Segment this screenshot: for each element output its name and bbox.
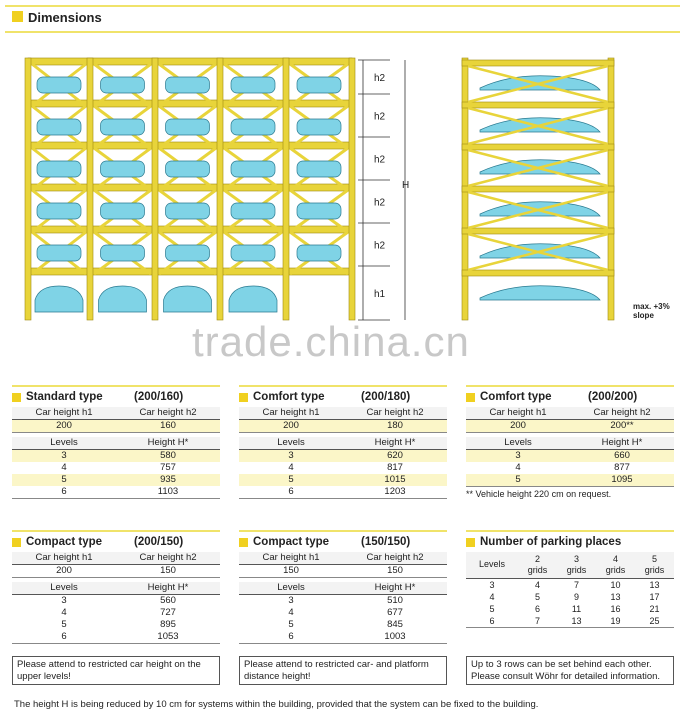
car-icon <box>230 202 276 220</box>
post <box>24 57 32 321</box>
distance-restriction-note: Please attend to restricted car- and pla… <box>239 656 447 685</box>
brace <box>467 148 609 188</box>
car-icon <box>296 76 342 94</box>
dimension-label: h1 <box>374 289 386 300</box>
platform <box>461 101 615 109</box>
footer-note: The height H is being reduced by 10 cm f… <box>14 699 539 710</box>
car-icon <box>230 160 276 178</box>
platform <box>27 267 353 276</box>
dimension-label: h2 <box>374 73 386 84</box>
car-icon <box>98 285 147 313</box>
dimension-lines: h2 h2 h2 h2 h2 h1 H <box>358 59 409 321</box>
platform <box>27 99 353 108</box>
header-marker <box>12 11 23 22</box>
car-icon <box>296 118 342 136</box>
car-icon <box>165 202 210 220</box>
brace <box>467 190 609 230</box>
watermark: trade.china.cn <box>192 318 470 365</box>
car-icon <box>230 244 276 262</box>
brace <box>467 106 609 146</box>
car-icon <box>100 202 145 220</box>
car-icon <box>100 76 145 94</box>
dimension-label: h2 <box>374 112 386 123</box>
platform <box>27 183 353 192</box>
car-icon <box>165 160 210 178</box>
post <box>151 57 159 321</box>
dimension-label: h2 <box>374 198 386 209</box>
car-icon <box>165 244 210 262</box>
brace <box>467 64 609 104</box>
platform <box>461 185 615 193</box>
total-height-label: H <box>402 180 409 191</box>
car-icon <box>100 160 145 178</box>
car-icon <box>296 160 342 178</box>
car-icon <box>100 118 145 136</box>
car-icon <box>36 160 82 178</box>
platform <box>461 227 615 235</box>
page-title: Dimensions <box>28 10 102 25</box>
parking-system-drawing: h2 h2 h2 h2 h2 h1 H <box>24 57 615 321</box>
platform <box>461 59 615 67</box>
post <box>348 57 356 321</box>
car-icon <box>165 76 210 94</box>
post <box>216 57 224 321</box>
car-icon <box>100 244 145 262</box>
front-view-diagram <box>24 57 356 321</box>
header-bar <box>5 5 680 33</box>
car-icon <box>230 118 276 136</box>
platform <box>461 269 615 277</box>
car-icon <box>228 285 278 313</box>
rows-note: Up to 3 rows can be set behind each othe… <box>466 656 674 685</box>
dimension-label: h2 <box>374 241 386 252</box>
car-icon <box>479 285 601 301</box>
car-icon <box>163 285 212 313</box>
platform <box>27 141 353 150</box>
car-icon <box>165 118 210 136</box>
post <box>282 57 290 321</box>
platform <box>461 143 615 151</box>
car-icon <box>296 244 342 262</box>
side-view-diagram <box>461 57 615 321</box>
dimension-label: h2 <box>374 155 386 166</box>
car-icon <box>296 202 342 220</box>
car-icon <box>36 244 82 262</box>
car-icon <box>34 285 84 313</box>
brace <box>467 232 609 272</box>
car-icon <box>36 202 82 220</box>
car-icon <box>36 118 82 136</box>
height-restriction-note: Please attend to restricted car height o… <box>12 656 220 685</box>
post <box>86 57 94 321</box>
platform <box>27 57 353 66</box>
vehicle-height-note: ** Vehicle height 220 cm on request. <box>466 489 612 499</box>
car-icon <box>230 76 276 94</box>
slope-note: max. +3%slope <box>633 302 670 320</box>
platform <box>27 225 353 234</box>
car-icon <box>36 76 82 94</box>
